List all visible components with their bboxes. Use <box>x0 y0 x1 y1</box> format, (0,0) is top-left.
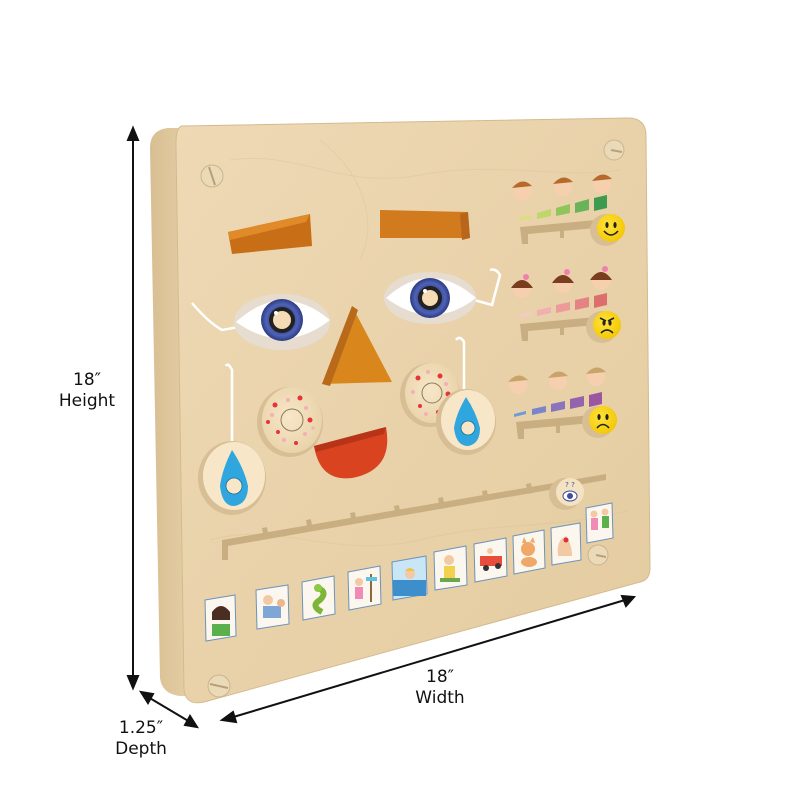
mouth-half-circle[interactable] <box>314 427 388 479</box>
slider-track <box>520 317 596 341</box>
card-swimming <box>391 555 428 601</box>
emotion-row-angry <box>511 266 621 343</box>
intensity-bars <box>514 392 602 417</box>
eye-question-knob[interactable]: ? ? <box>549 478 584 510</box>
intensity-bars <box>519 293 607 318</box>
intensity-bars <box>519 195 607 221</box>
mounting-screws <box>200 139 625 698</box>
width-dimension-arrow <box>219 594 637 724</box>
depth-dimension-arrow <box>138 690 200 729</box>
depth-label: 1.25″ Depth <box>96 718 186 760</box>
right-tear-disc[interactable] <box>436 389 496 455</box>
depth-text: Depth <box>115 739 167 759</box>
face-icon <box>508 367 606 394</box>
left-eye[interactable] <box>234 294 330 350</box>
eye-strings <box>191 268 502 465</box>
left-tear-disc[interactable] <box>198 441 266 515</box>
picture-cards <box>204 502 614 642</box>
height-label: 18″ Height <box>42 370 132 412</box>
angry-emoji-knob[interactable] <box>586 311 621 343</box>
right-eyebrow[interactable] <box>380 210 470 240</box>
card-lost-girl <box>347 565 382 611</box>
card-kitten <box>512 529 546 575</box>
width-value: 18″ <box>426 667 454 687</box>
nose-triangle[interactable] <box>322 306 392 386</box>
left-eyebrow[interactable] <box>228 214 312 254</box>
width-label: 18″ Width <box>395 667 485 709</box>
depth-value: 1.25″ <box>118 718 164 738</box>
face-icon <box>512 174 612 200</box>
height-value: 18″ <box>73 370 101 390</box>
svg-text:? ?: ? ? <box>565 481 575 489</box>
card-playing-boy <box>433 545 468 591</box>
emotion-row-sad <box>508 367 617 439</box>
happy-emoji-knob[interactable] <box>590 214 625 246</box>
height-text: Height <box>58 391 116 411</box>
slider-track <box>516 415 592 439</box>
right-eye[interactable] <box>384 272 476 324</box>
sad-emoji-knob[interactable] <box>582 406 617 438</box>
emotion-row-happy <box>512 174 625 246</box>
face-icon <box>511 266 612 298</box>
card-toy-car <box>473 537 508 583</box>
width-text: Width <box>415 688 465 708</box>
card-dentist <box>255 584 290 630</box>
card-hurt-finger <box>550 522 582 566</box>
picture-slot-track <box>222 474 606 560</box>
card-scared-woman <box>204 594 237 642</box>
card-two-children <box>585 502 614 544</box>
height-dimension-arrow <box>126 125 140 691</box>
slider-track <box>520 220 596 244</box>
card-snake <box>301 575 336 621</box>
left-cheek-disc[interactable] <box>257 387 323 457</box>
